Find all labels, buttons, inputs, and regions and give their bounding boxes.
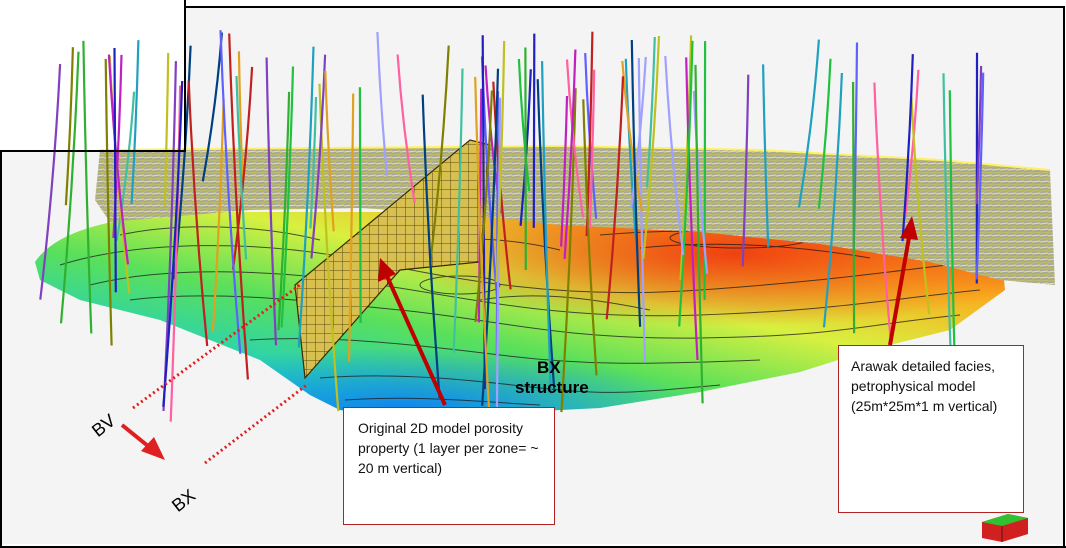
well-path — [358, 87, 362, 324]
well-path — [624, 58, 639, 255]
well-path — [481, 68, 500, 406]
well-path — [324, 70, 335, 232]
orientation-cube — [982, 514, 1028, 542]
well-path — [107, 54, 130, 265]
well-path — [975, 72, 985, 280]
well-path — [536, 79, 556, 391]
frame-step — [0, 150, 186, 152]
bv-to-bx-arrow — [120, 423, 165, 460]
well-path — [582, 99, 598, 376]
well-path — [228, 33, 249, 380]
well-trajectories — [39, 30, 985, 432]
well-path — [560, 95, 569, 247]
well-path — [678, 40, 694, 327]
well-path — [901, 54, 914, 242]
well-path — [421, 94, 441, 399]
well-path — [310, 54, 327, 259]
original-model-callout: Original 2D model porosity property (1 l… — [343, 407, 555, 525]
well-path — [797, 39, 820, 208]
well-path — [163, 52, 170, 207]
well-path — [187, 80, 209, 347]
well-path — [39, 64, 62, 300]
well-path — [211, 98, 225, 332]
well-path — [347, 93, 355, 362]
well-path — [519, 69, 532, 226]
well-path — [873, 82, 893, 344]
original-model-text: Original 2D model porosity property (1 l… — [358, 420, 539, 476]
well-path — [703, 41, 707, 301]
well-path — [630, 56, 647, 208]
section-guide-lines — [132, 283, 309, 465]
well-path — [975, 65, 983, 205]
well-path — [532, 33, 536, 228]
well-path — [495, 97, 502, 432]
well-path — [82, 40, 93, 334]
well-path — [563, 49, 577, 259]
well-path — [297, 46, 315, 348]
frame-top — [185, 6, 1065, 8]
well-path — [910, 96, 931, 315]
well-path — [588, 69, 596, 229]
bx-structure-label: BX structure — [515, 358, 589, 398]
well-path — [560, 88, 577, 413]
well-path — [59, 51, 80, 324]
well-path — [115, 91, 136, 241]
well-path — [605, 76, 625, 320]
frame-right — [1063, 6, 1065, 548]
well-path — [104, 58, 113, 346]
well-path — [741, 74, 750, 267]
well-path — [630, 39, 642, 327]
frame-left-upper — [184, 0, 186, 152]
well-path — [694, 64, 704, 404]
well-path — [517, 58, 531, 192]
well-path — [822, 72, 843, 328]
well-path — [277, 91, 291, 331]
well-path — [852, 81, 856, 334]
well-path — [541, 61, 553, 395]
well-path — [237, 51, 244, 189]
well-path — [162, 80, 184, 407]
frame-bottom — [0, 546, 1066, 548]
well-path — [474, 76, 492, 428]
well-path — [692, 90, 709, 274]
well-path — [428, 45, 450, 266]
well-path — [942, 73, 953, 386]
frame-left — [0, 150, 2, 548]
well-path — [130, 40, 140, 204]
well-path — [642, 35, 661, 259]
well-path — [231, 66, 254, 270]
well-path — [113, 47, 117, 293]
well-path — [265, 57, 278, 346]
well-path — [452, 68, 464, 354]
well-path — [685, 57, 699, 361]
well-path — [762, 64, 770, 248]
arawak-model-callout: Arawak detailed facies, petrophysical mo… — [838, 345, 1024, 513]
well-path — [235, 75, 248, 260]
well-path — [309, 96, 318, 229]
well-path — [219, 30, 242, 354]
well-path — [376, 31, 389, 177]
well-path — [280, 66, 295, 328]
arawak-model-text: Arawak detailed facies, petrophysical mo… — [851, 358, 998, 414]
well-path — [396, 54, 416, 203]
well-path — [664, 55, 685, 255]
well-path — [64, 47, 74, 206]
well-path — [495, 40, 506, 283]
well-path — [903, 69, 920, 220]
well-path — [474, 90, 493, 323]
bx-structure-line1: BX — [537, 358, 561, 377]
callout-arrows — [378, 216, 918, 406]
well-path — [645, 36, 656, 188]
well-path — [817, 58, 832, 209]
layered-grid-slab — [95, 146, 1055, 285]
bx-structure-line2: structure — [515, 378, 589, 397]
well-path — [565, 59, 585, 218]
